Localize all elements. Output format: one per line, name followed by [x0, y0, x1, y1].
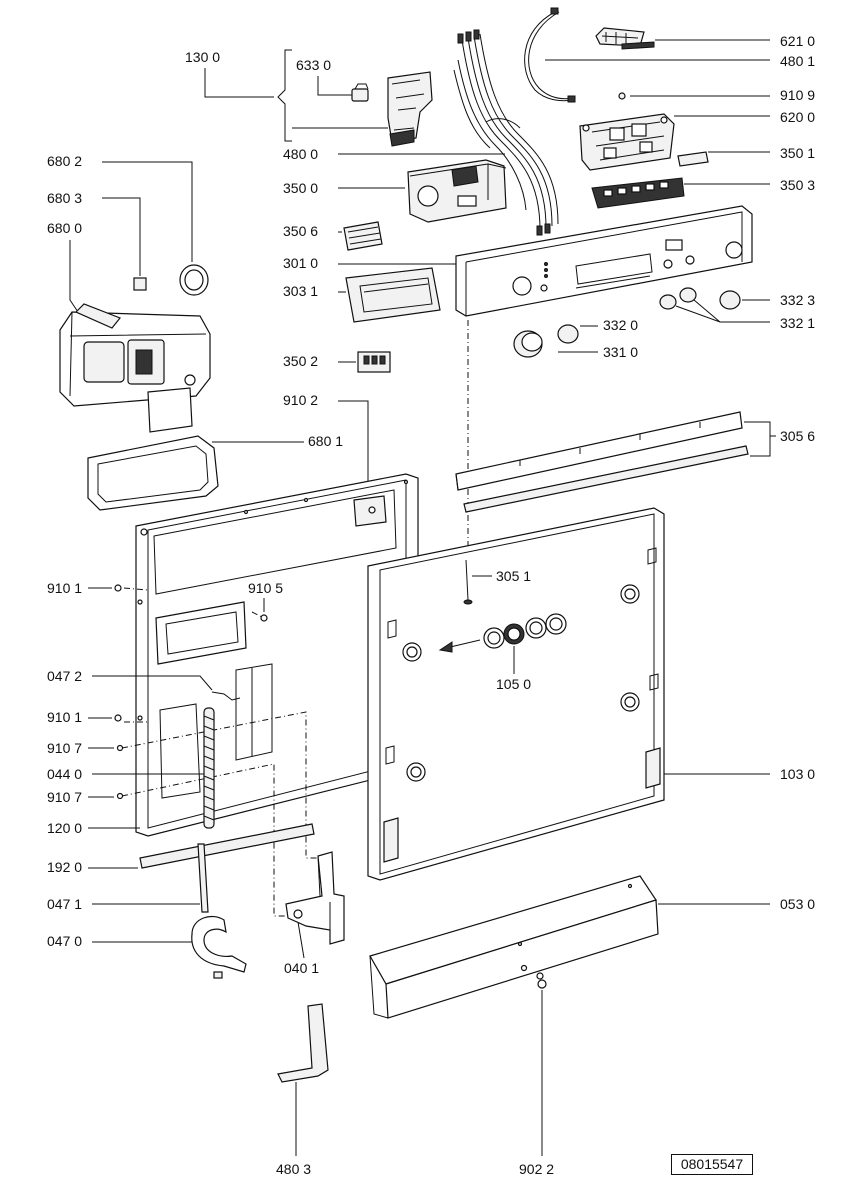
part-332-1-buttons: [659, 287, 697, 310]
callout-350-2: 350 2: [283, 353, 318, 369]
part-053-0-kick-panel: [369, 875, 659, 1019]
callout-910-1-bottom: 910 1: [47, 709, 82, 725]
part-332-0-button: [557, 324, 579, 344]
part-332-3-button: [719, 290, 741, 310]
callout-680-2: 680 2: [47, 153, 82, 169]
part-680-0-dispenser: [59, 303, 211, 433]
callout-350-6: 350 6: [283, 223, 318, 239]
callout-480-0: 480 0: [283, 146, 318, 162]
callout-350-1: 350 1: [780, 145, 815, 161]
part-105-0-knob-set: [483, 613, 567, 649]
callout-910-9: 910 9: [780, 87, 815, 103]
part-350-6-mesh: [343, 221, 383, 251]
callout-047-2: 047 2: [47, 668, 82, 684]
callout-910-7-bottom: 910 7: [47, 789, 82, 805]
part-192-0-rail: [139, 823, 315, 869]
screw-910-7-bottom: [116, 792, 124, 800]
part-040-1-hinge-bracket: [285, 851, 345, 945]
callout-053-0: 053 0: [780, 896, 815, 912]
part-680-3-clip: [133, 277, 147, 291]
bracket-group-130: 130 0 633 0 480 0: [185, 49, 505, 162]
screw-910-5: [260, 614, 268, 622]
callout-350-0: 350 0: [283, 180, 318, 196]
callout-103-0: 103 0: [780, 766, 815, 782]
callout-105-0: 105 0: [496, 676, 531, 692]
part-480-1-wire: [524, 7, 576, 103]
part-480-0-wire-harness: [453, 29, 559, 236]
callout-192-0: 192 0: [47, 859, 82, 875]
callout-350-3: 350 3: [780, 177, 815, 193]
callout-680-3: 680 3: [47, 190, 82, 206]
document-number: 08015547: [671, 1154, 753, 1175]
callout-910-5: 910 5: [248, 580, 283, 596]
direction-arrow: [438, 639, 481, 653]
callout-040-1: 040 1: [284, 960, 319, 976]
part-350-1-insulator: [677, 151, 709, 167]
callout-301-0: 301 0: [283, 255, 318, 271]
part-303-1-handle: [345, 267, 441, 323]
part-480-3-l-bracket: [277, 1003, 329, 1083]
part-620-0-control-bracket: [579, 113, 675, 171]
callout-044-0: 044 0: [47, 766, 82, 782]
part-902-2-screw: [536, 972, 547, 989]
part-305-1-screw: [463, 559, 473, 605]
part-305-6-rails: [455, 411, 749, 513]
part-633-0-clip: [351, 83, 369, 102]
part-130-0-hinge-bracket: [387, 71, 433, 147]
part-047-1-cable: [197, 843, 209, 913]
part-350-0-electronic-module: [407, 159, 507, 223]
callout-332-0: 332 0: [603, 317, 638, 333]
part-044-0-spring: [203, 691, 241, 829]
callout-633-0: 633 0: [296, 57, 331, 73]
part-103-0-outer-door: [367, 507, 665, 881]
callout-332-3: 332 3: [780, 292, 815, 308]
screw-910-1-top: [114, 584, 122, 592]
callout-332-1: 332 1: [780, 315, 815, 331]
callout-120-0: 120 0: [47, 820, 82, 836]
screw-910-7-top: [116, 744, 124, 752]
callout-331-0: 331 0: [603, 344, 638, 360]
part-350-2-connector: [357, 351, 391, 373]
part-621-0-module: [595, 27, 655, 50]
callout-902-2: 902 2: [519, 1161, 554, 1177]
callout-910-2: 910 2: [283, 392, 318, 408]
part-350-3-button-board: [591, 177, 685, 209]
part-331-0-knob: [513, 330, 543, 358]
callout-305-6: 305 6: [780, 428, 815, 444]
callout-130-0: 130 0: [185, 49, 220, 65]
callout-047-0: 047 0: [47, 933, 82, 949]
part-301-0-control-panel: [455, 205, 753, 317]
callout-480-3: 480 3: [276, 1161, 311, 1177]
part-047-0-hinge-lever: [191, 915, 247, 979]
part-910-9-screw: [618, 92, 626, 100]
callout-910-7-top: 910 7: [47, 740, 82, 756]
callout-621-0: 621 0: [780, 33, 815, 49]
callout-480-1: 480 1: [780, 53, 815, 69]
screw-910-1-bottom: [114, 714, 122, 722]
callout-305-1: 305 1: [496, 568, 531, 584]
callout-680-0: 680 0: [47, 220, 82, 236]
callout-910-1-top: 910 1: [47, 580, 82, 596]
callout-620-0: 620 0: [780, 109, 815, 125]
callout-680-1: 680 1: [308, 433, 343, 449]
callout-047-1: 047 1: [47, 896, 82, 912]
callout-303-1: 303 1: [283, 283, 318, 299]
part-680-1-gasket: [87, 435, 219, 511]
part-680-2-gasket-ring: [179, 264, 209, 296]
